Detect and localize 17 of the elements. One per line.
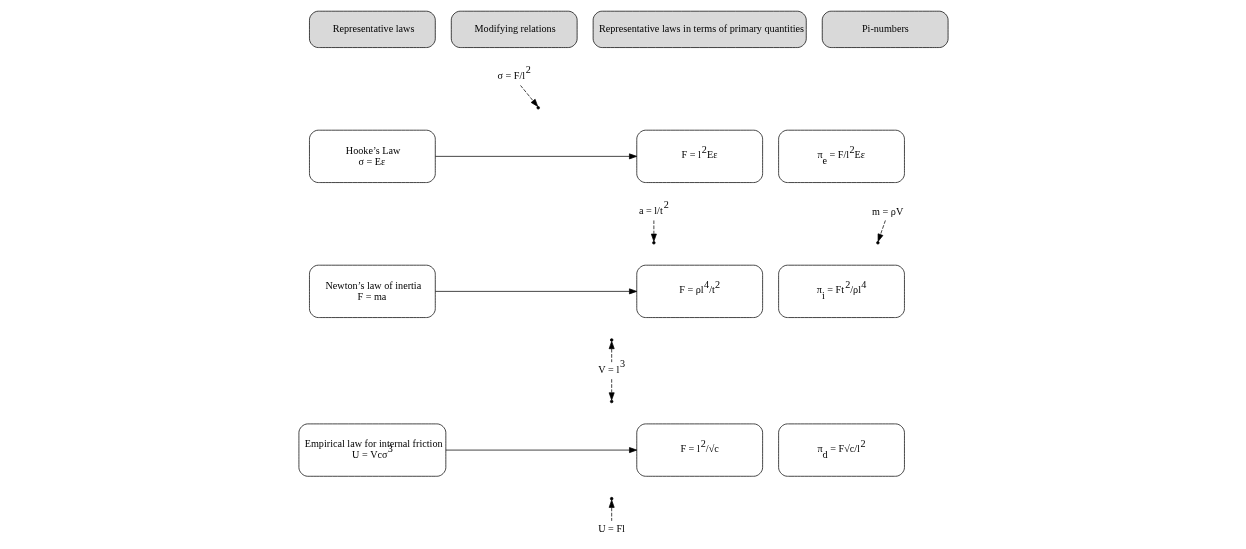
arrow <box>519 85 538 107</box>
arrow <box>877 220 886 242</box>
arrow <box>434 288 637 295</box>
node-box: Newton’s law of inertia F = ma <box>308 264 436 318</box>
node-box: Representative laws <box>308 10 436 48</box>
arrow <box>445 447 637 453</box>
arrow <box>608 378 615 401</box>
arrow <box>434 153 637 160</box>
arrow <box>608 341 615 363</box>
node-box: Hooke’s Law σ = Eε <box>308 129 436 183</box>
arrow <box>650 220 657 242</box>
node-text: m = ρV <box>871 205 903 217</box>
arrow <box>608 499 615 522</box>
node-box: Representative laws in terms of primary quantities <box>592 10 807 48</box>
node-box: Pi-numbers <box>821 10 948 48</box>
node-box: Modifying relations <box>450 10 577 48</box>
node-text: U = Fl <box>597 523 625 535</box>
